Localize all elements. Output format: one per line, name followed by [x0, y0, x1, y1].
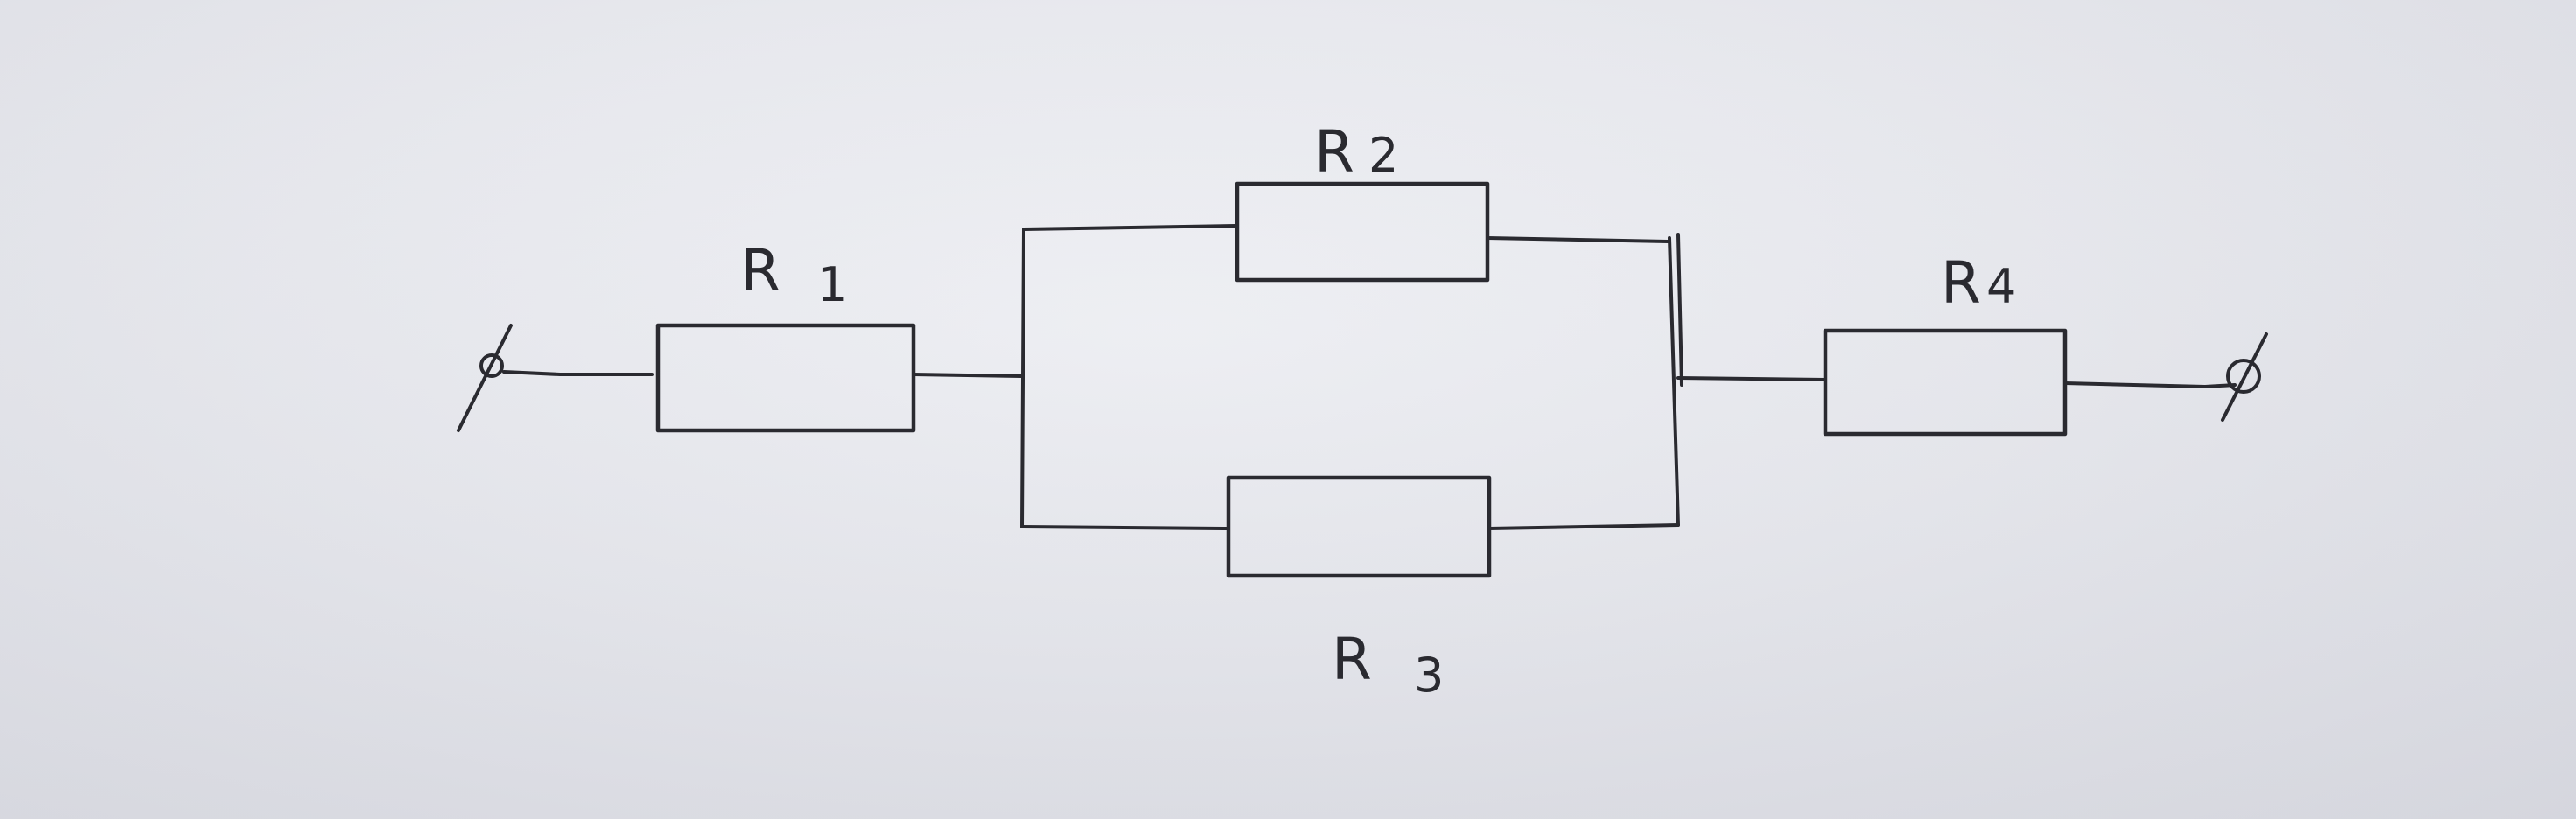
- resistor-r1-index: 1: [817, 257, 847, 312]
- wire-r1-to-node: [912, 373, 1024, 378]
- wire-right-node: [1668, 236, 1680, 527]
- wire-r3-to-node: [1488, 523, 1680, 530]
- resistor-r3-index: 3: [1414, 648, 1444, 703]
- terminal-left-circle: [480, 354, 504, 378]
- wire-node-to-r2: [1022, 224, 1237, 231]
- resistor-r3-label: R: [1332, 626, 1372, 693]
- wire-r4-to-terminal: [2063, 382, 2236, 388]
- resistor-r4: R 4: [1823, 249, 2068, 437]
- resistor-r1-body: [655, 323, 916, 433]
- resistor-r4-index: 4: [1986, 259, 2016, 314]
- resistor-r2-index: 2: [1368, 128, 1398, 183]
- wire-node-to-r4: [1676, 376, 1827, 382]
- terminal-left: [457, 324, 513, 432]
- terminal-left-slash: [457, 324, 513, 432]
- wire-left-node: [1020, 228, 1026, 528]
- wire-right-node-overdraw: [1676, 233, 1684, 387]
- wire-node-to-r3: [1020, 525, 1230, 530]
- resistor-r4-body: [1823, 328, 2068, 437]
- resistor-r2-body: [1235, 181, 1490, 283]
- terminal-right: [2221, 332, 2268, 422]
- resistor-r3-body: [1226, 475, 1492, 578]
- resistor-r1: R 1: [655, 237, 916, 433]
- terminal-right-slash: [2221, 332, 2268, 422]
- resistor-r1-label: R: [740, 237, 780, 304]
- wire-terminal-to-r1: [502, 370, 654, 376]
- terminal-right-circle: [2226, 359, 2261, 394]
- resistor-r2: R 2: [1235, 118, 1490, 283]
- resistor-r3: R 3: [1226, 475, 1492, 703]
- resistor-r4-label: R: [1941, 249, 1981, 317]
- resistor-r2-label: R: [1314, 118, 1354, 186]
- wire-r2-to-node: [1486, 236, 1671, 243]
